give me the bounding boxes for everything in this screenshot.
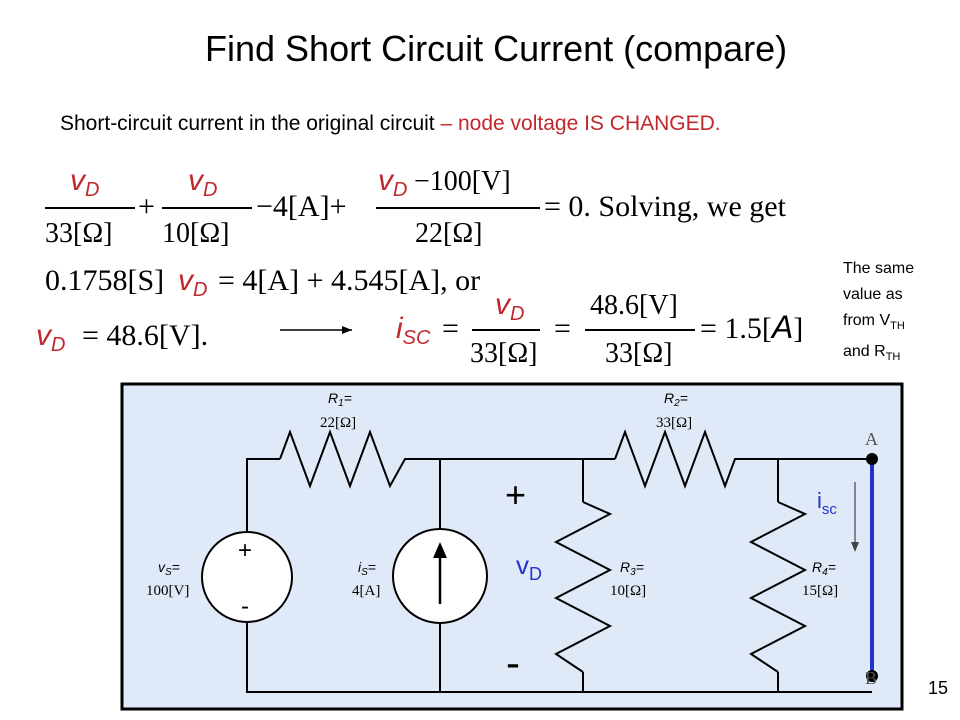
- slide-title: Find Short Circuit Current (compare): [205, 28, 788, 69]
- voltage-source-vs: [201, 531, 293, 623]
- arrow-head: [342, 326, 352, 334]
- eq3-result: = 1.5[A]: [700, 309, 803, 345]
- r4-value: 15[Ω]: [802, 583, 838, 599]
- note-line-3: from VTH: [843, 312, 905, 333]
- note-line-1: The same: [843, 260, 915, 277]
- resistor-r3: [553, 501, 613, 673]
- node-plus: +: [505, 474, 526, 515]
- eq1-term1-var: vD: [70, 164, 99, 201]
- eq1-den3: 22[Ω]: [415, 218, 482, 249]
- resistor-r2: [614, 429, 743, 489]
- equation-3: vD = 48.6[V]. iSC = vD 33[Ω] = 48.6[V] 3…: [36, 288, 803, 369]
- vs-minus: -: [241, 593, 249, 620]
- wire-bottom: [246, 617, 872, 693]
- equation-1: vD 33[Ω] + vD 10[Ω] −4[A]+ vD −100[V] 22…: [45, 164, 787, 249]
- eq1-den2: 10[Ω]: [162, 218, 229, 249]
- eq1-num3-tail: −100[V]: [414, 166, 511, 197]
- eq3-den2: 33[Ω]: [605, 338, 672, 369]
- r2-value: 33[Ω]: [656, 415, 692, 431]
- eq3-num1-var: vD: [495, 288, 524, 325]
- eq3-num2: 48.6[V]: [590, 290, 678, 321]
- equation-2: 0.1758[S] vD = 4[A] + 4.545[A], or: [45, 264, 480, 301]
- isc-arrow-head: [851, 542, 859, 552]
- eq1-term2-var: vD: [188, 164, 217, 201]
- eq3-eq2: =: [554, 312, 571, 345]
- isc-label: isc: [817, 488, 837, 518]
- node-minus: -: [506, 639, 520, 686]
- wire-left-top: [246, 458, 280, 537]
- is-name: iS=: [358, 559, 376, 578]
- page-number: 15: [928, 678, 949, 698]
- note-line-4: and RTH: [843, 343, 901, 364]
- circuit-diagram: + - A B isc + - vD R1= 22[Ω] R2= 33[Ω] R…: [120, 382, 904, 711]
- eq3-var: vD: [36, 319, 65, 356]
- is-arrow-head: [433, 542, 447, 558]
- eq1-tail: = 0. Solving, we get: [544, 190, 787, 223]
- eq3-isc: iSC: [396, 312, 431, 349]
- subtitle-text: Short-circuit current in the original ci…: [60, 112, 441, 135]
- vs-plus: +: [238, 537, 252, 564]
- eq3-rhs: = 48.6[V].: [82, 319, 208, 352]
- node-a-label: A: [865, 429, 878, 449]
- slide-subtitle: Short-circuit current in the original ci…: [60, 112, 721, 136]
- subtitle-highlight: – node voltage IS CHANGED.: [440, 112, 721, 135]
- circuit-wires: [246, 458, 872, 693]
- r2-name: R2=: [664, 390, 688, 409]
- node-a-dot: [866, 453, 878, 465]
- r3-name: R3=: [620, 559, 644, 578]
- note-line-2: value as: [843, 286, 903, 303]
- node-b-dot: [866, 670, 878, 682]
- r4-name: R4=: [812, 559, 836, 578]
- r3-value: 10[Ω]: [610, 583, 646, 599]
- eq3-den1: 33[Ω]: [470, 338, 537, 369]
- eq1-den1: 33[Ω]: [45, 218, 112, 249]
- eq2-var: vD: [178, 264, 207, 301]
- vs-value: 100[V]: [146, 583, 189, 599]
- eq2-lhs: 0.1758[S]: [45, 264, 164, 297]
- component-labels: R1= 22[Ω] R2= 33[Ω] R3= 10[Ω] R4= 15[Ω] …: [146, 390, 838, 599]
- side-note: The same value as from VTH and RTH: [843, 256, 914, 370]
- r1-name: R1=: [328, 390, 352, 409]
- eq3-eq1: =: [442, 312, 459, 345]
- vd-label: vD: [516, 550, 542, 584]
- node-b-label: B: [865, 668, 877, 688]
- eq2-rhs: = 4[A] + 4.545[A], or: [218, 264, 480, 297]
- vs-name: vS=: [158, 559, 180, 578]
- eq1-term3-var: vD: [378, 164, 407, 201]
- equations: vD 33[Ω] + vD 10[Ω] −4[A]+ vD −100[V] 22…: [36, 164, 803, 369]
- eq1-op1: +: [138, 190, 155, 223]
- resistor-r4: [748, 501, 808, 673]
- is-value: 4[A]: [352, 583, 380, 599]
- r1-value: 22[Ω]: [320, 415, 356, 431]
- eq1-mid: −4[A]+: [256, 190, 346, 223]
- resistor-r1: [279, 429, 415, 489]
